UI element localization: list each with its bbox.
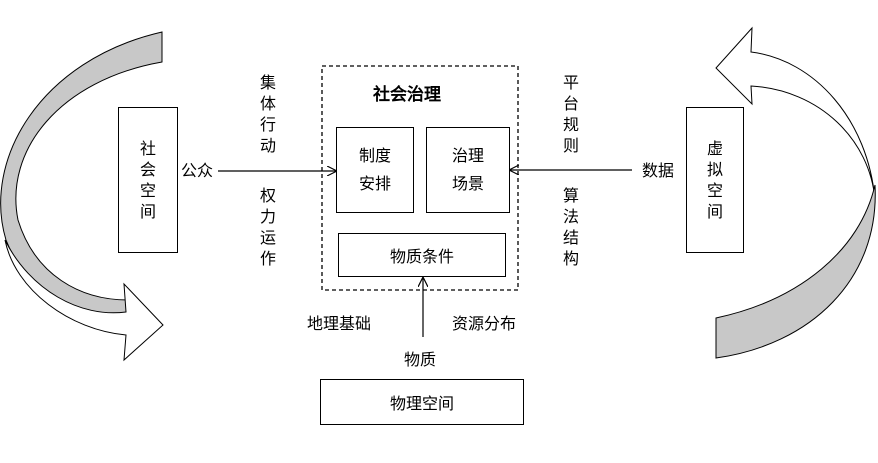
material-conditions-label: 物质条件 (389, 247, 454, 266)
virtual-space-label: 虚拟空间 (706, 139, 723, 221)
geographic-base-label: 地理基础 (307, 314, 372, 333)
algorithm-structure-label: 算法结构 (562, 186, 579, 268)
virtual-space-box: 虚拟空间 (686, 107, 744, 253)
right-cycle-arrow-band (715, 184, 876, 359)
left-cycle-arrowhead (4, 239, 164, 362)
scene-label: 治理场景 (451, 146, 484, 193)
scene-box: 治理场景 (426, 127, 510, 213)
power-operation-label: 权力运作 (259, 186, 276, 268)
public-label: 公众 (181, 161, 214, 180)
resource-distribution-label: 资源分布 (452, 314, 517, 333)
institution-label: 制度安排 (358, 146, 391, 193)
governance-dashed-frame (321, 65, 519, 291)
physical-space-box: 物理空间 (320, 379, 524, 425)
governance-title: 社会治理 (373, 85, 441, 105)
material-label: 物质 (404, 350, 437, 369)
physical-space-label: 物理空间 (389, 394, 454, 413)
social-space-box: 社会空间 (118, 107, 178, 253)
platform-rules-label: 平台规则 (562, 73, 579, 155)
social-space-label: 社会空间 (139, 139, 156, 221)
institution-box: 制度安排 (336, 127, 414, 213)
data-label: 数据 (642, 161, 675, 180)
material-conditions-box: 物质条件 (338, 233, 506, 277)
collective-action-label: 集体行动 (259, 73, 276, 155)
